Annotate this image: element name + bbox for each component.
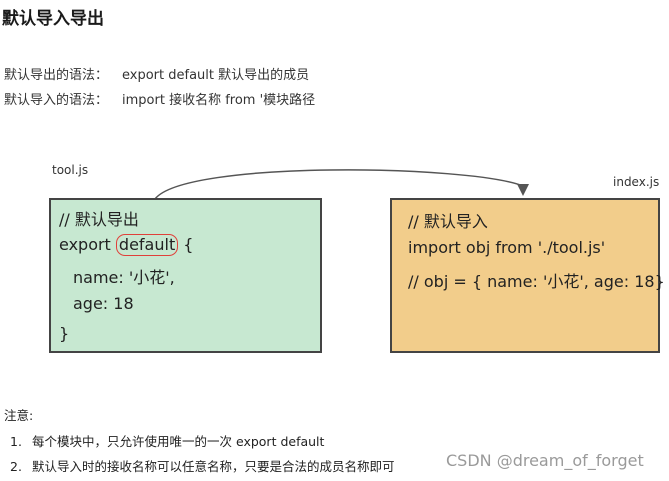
export-syntax-code: export default 默认导出的成员 — [122, 68, 310, 83]
arrow-head — [517, 184, 529, 196]
note-number: 2. — [10, 459, 22, 474]
note-item-1: 1. 每个模块中，只允许使用唯一的一次 export default — [10, 431, 324, 450]
export-syntax-label: 默认导出的语法： — [4, 68, 109, 83]
import-result-comment: // obj = { name: '小花', age: 18} — [408, 272, 665, 291]
tool-js-code-box: // 默认导出 export default { name: '小花', age… — [49, 198, 322, 353]
age-property-line: age: 18 — [73, 294, 134, 313]
import-syntax-code: import 接收名称 from '模块路径 — [122, 93, 316, 108]
import-statement: import obj from './tool.js' — [408, 238, 606, 257]
note-item-2: 2. 默认导入时的接收名称可以任意名称，只要是合法的成员名称即可 — [10, 456, 395, 475]
note-text: 默认导入时的接收名称可以任意名称，只要是合法的成员名称即可 — [32, 459, 395, 474]
csdn-watermark: CSDN @dream_of_forget — [446, 451, 644, 470]
index-js-label: index.js — [613, 175, 660, 189]
notes-title: 注意: — [4, 408, 34, 423]
export-default-line: export default { — [59, 234, 193, 256]
note-text: 每个模块中，只允许使用唯一的一次 export default — [32, 434, 325, 449]
note-number: 1. — [10, 434, 22, 449]
tool-js-label: tool.js — [52, 163, 89, 177]
import-syntax-line: 默认导入的语法： import 接收名称 from '模块路径 — [4, 89, 315, 108]
export-keyword: export — [59, 235, 116, 254]
object-close-brace: } — [59, 324, 70, 343]
export-syntax-line: 默认导出的语法： export default 默认导出的成员 — [4, 64, 309, 83]
export-comment: // 默认导出 — [59, 210, 139, 229]
name-property-line: name: '小花', — [73, 268, 175, 287]
import-syntax-label: 默认导入的语法： — [4, 93, 109, 108]
default-keyword-highlight: default — [115, 234, 179, 256]
page-title: 默认导入导出 — [2, 9, 104, 29]
index-js-code-box: // 默认导入 import obj from './tool.js' // o… — [390, 198, 665, 353]
object-open-brace: { — [178, 235, 194, 254]
import-comment: // 默认导入 — [408, 212, 488, 231]
arrow-curve — [154, 169, 524, 200]
